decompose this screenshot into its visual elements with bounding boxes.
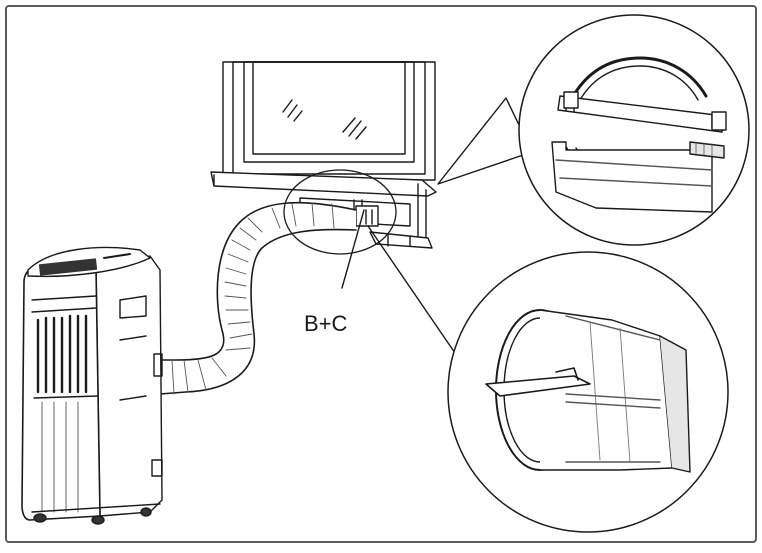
air-conditioner-unit — [21, 246, 163, 525]
callout-circle — [283, 169, 397, 255]
detail-hose-adapter — [447, 251, 729, 533]
label-leader-line — [341, 209, 365, 289]
diagram-border — [5, 5, 757, 543]
front-grille — [36, 314, 88, 394]
callout-label: B+C — [304, 311, 348, 336]
detail-clamp-halves — [518, 14, 750, 246]
exhaust-hose — [159, 201, 357, 395]
top-detail-pointer — [437, 97, 533, 185]
window — [210, 61, 437, 243]
